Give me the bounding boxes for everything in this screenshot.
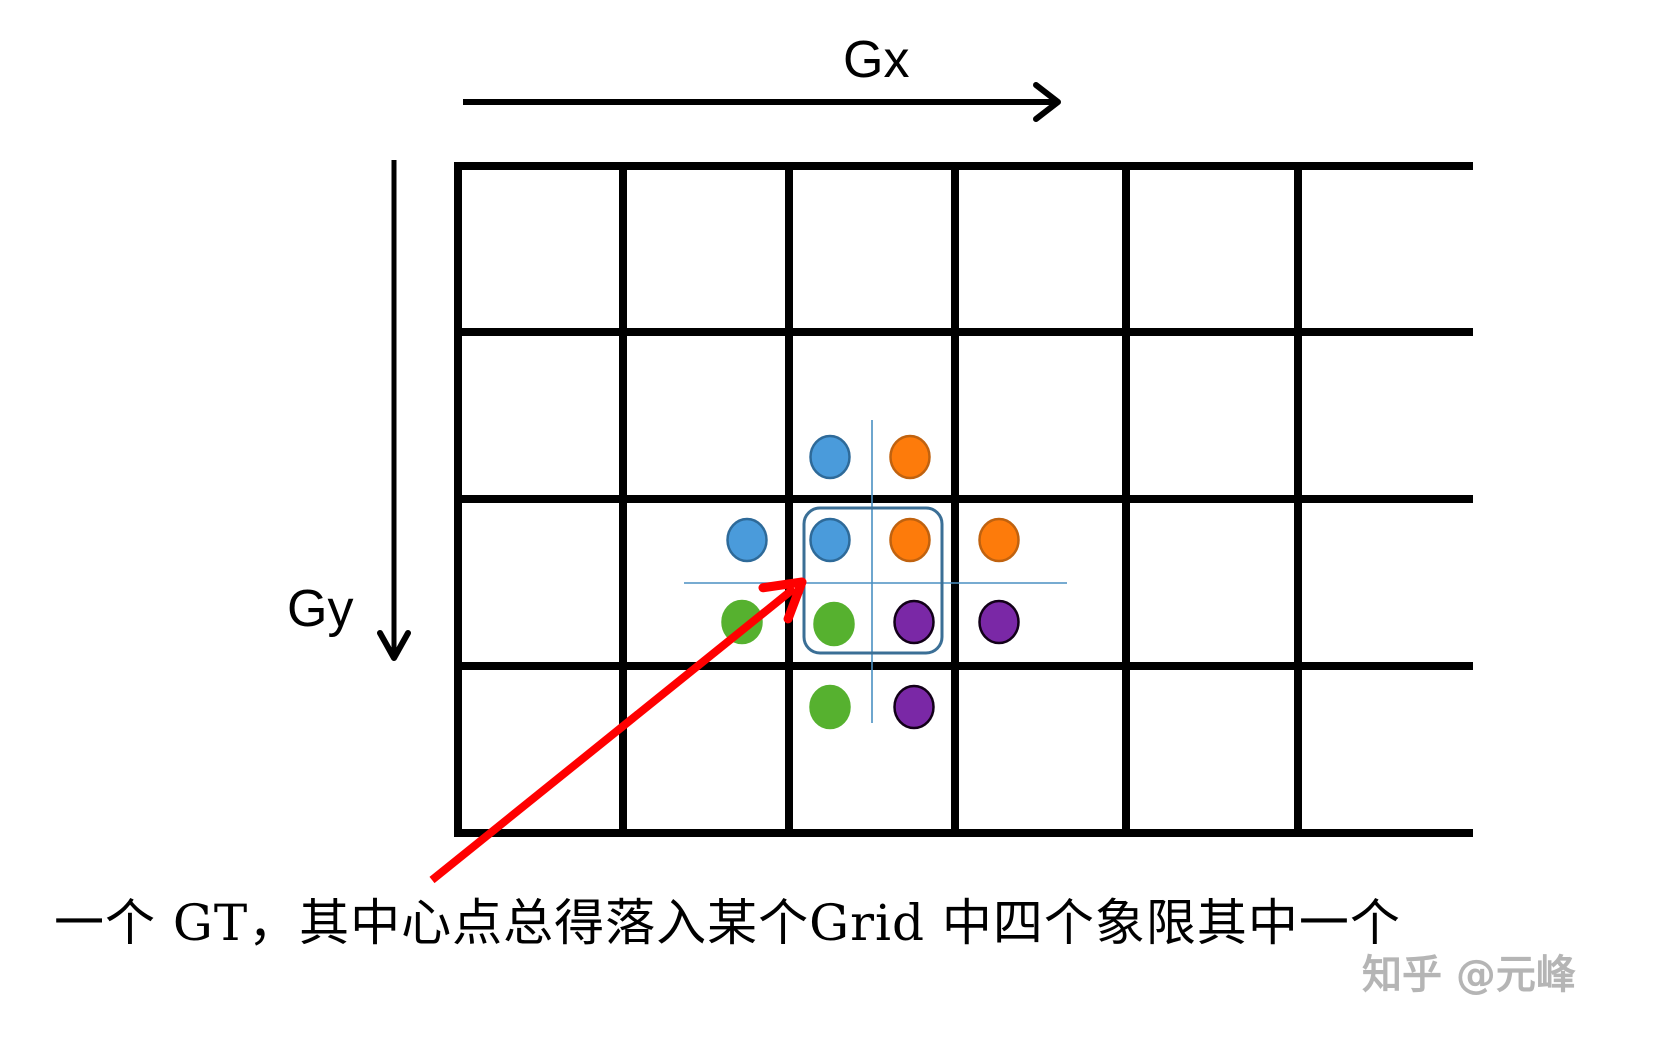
anchor-points [721, 434, 1020, 730]
anchor-dot-blue [726, 517, 768, 563]
watermark-text: 知乎 @元峰 [1362, 952, 1576, 998]
gy-axis-arrow [377, 160, 411, 661]
anchor-dot-purple [978, 599, 1020, 645]
gx-arrowhead-icon [1033, 82, 1061, 122]
gy-label: Gy [287, 580, 354, 638]
caption-text: 一个 GT，其中心点总得落入某个Grid 中四个象限其中一个 [54, 894, 1401, 952]
anchor-dot-purple [893, 599, 935, 645]
anchor-dot-orange [978, 517, 1020, 563]
anchor-dot-blue [809, 434, 851, 480]
gx-axis-arrow [463, 82, 1061, 122]
quadrant-crosshair [684, 420, 1067, 723]
anchor-dot-orange [889, 517, 931, 563]
anchor-dot-green [809, 684, 851, 730]
gy-arrowhead-icon [377, 630, 411, 661]
anchor-dot-green [813, 601, 855, 647]
gx-label: Gx [843, 31, 910, 89]
pointer-arrowhead-icon [758, 577, 807, 624]
anchor-dot-orange [889, 434, 931, 480]
anchor-dot-blue [809, 517, 851, 563]
pointer-arrow-shaft [429, 585, 797, 884]
feature-grid [454, 162, 1473, 837]
anchor-dot-purple [893, 684, 935, 730]
pointer-arrow [429, 577, 807, 884]
anchor-dot-green [721, 599, 763, 645]
